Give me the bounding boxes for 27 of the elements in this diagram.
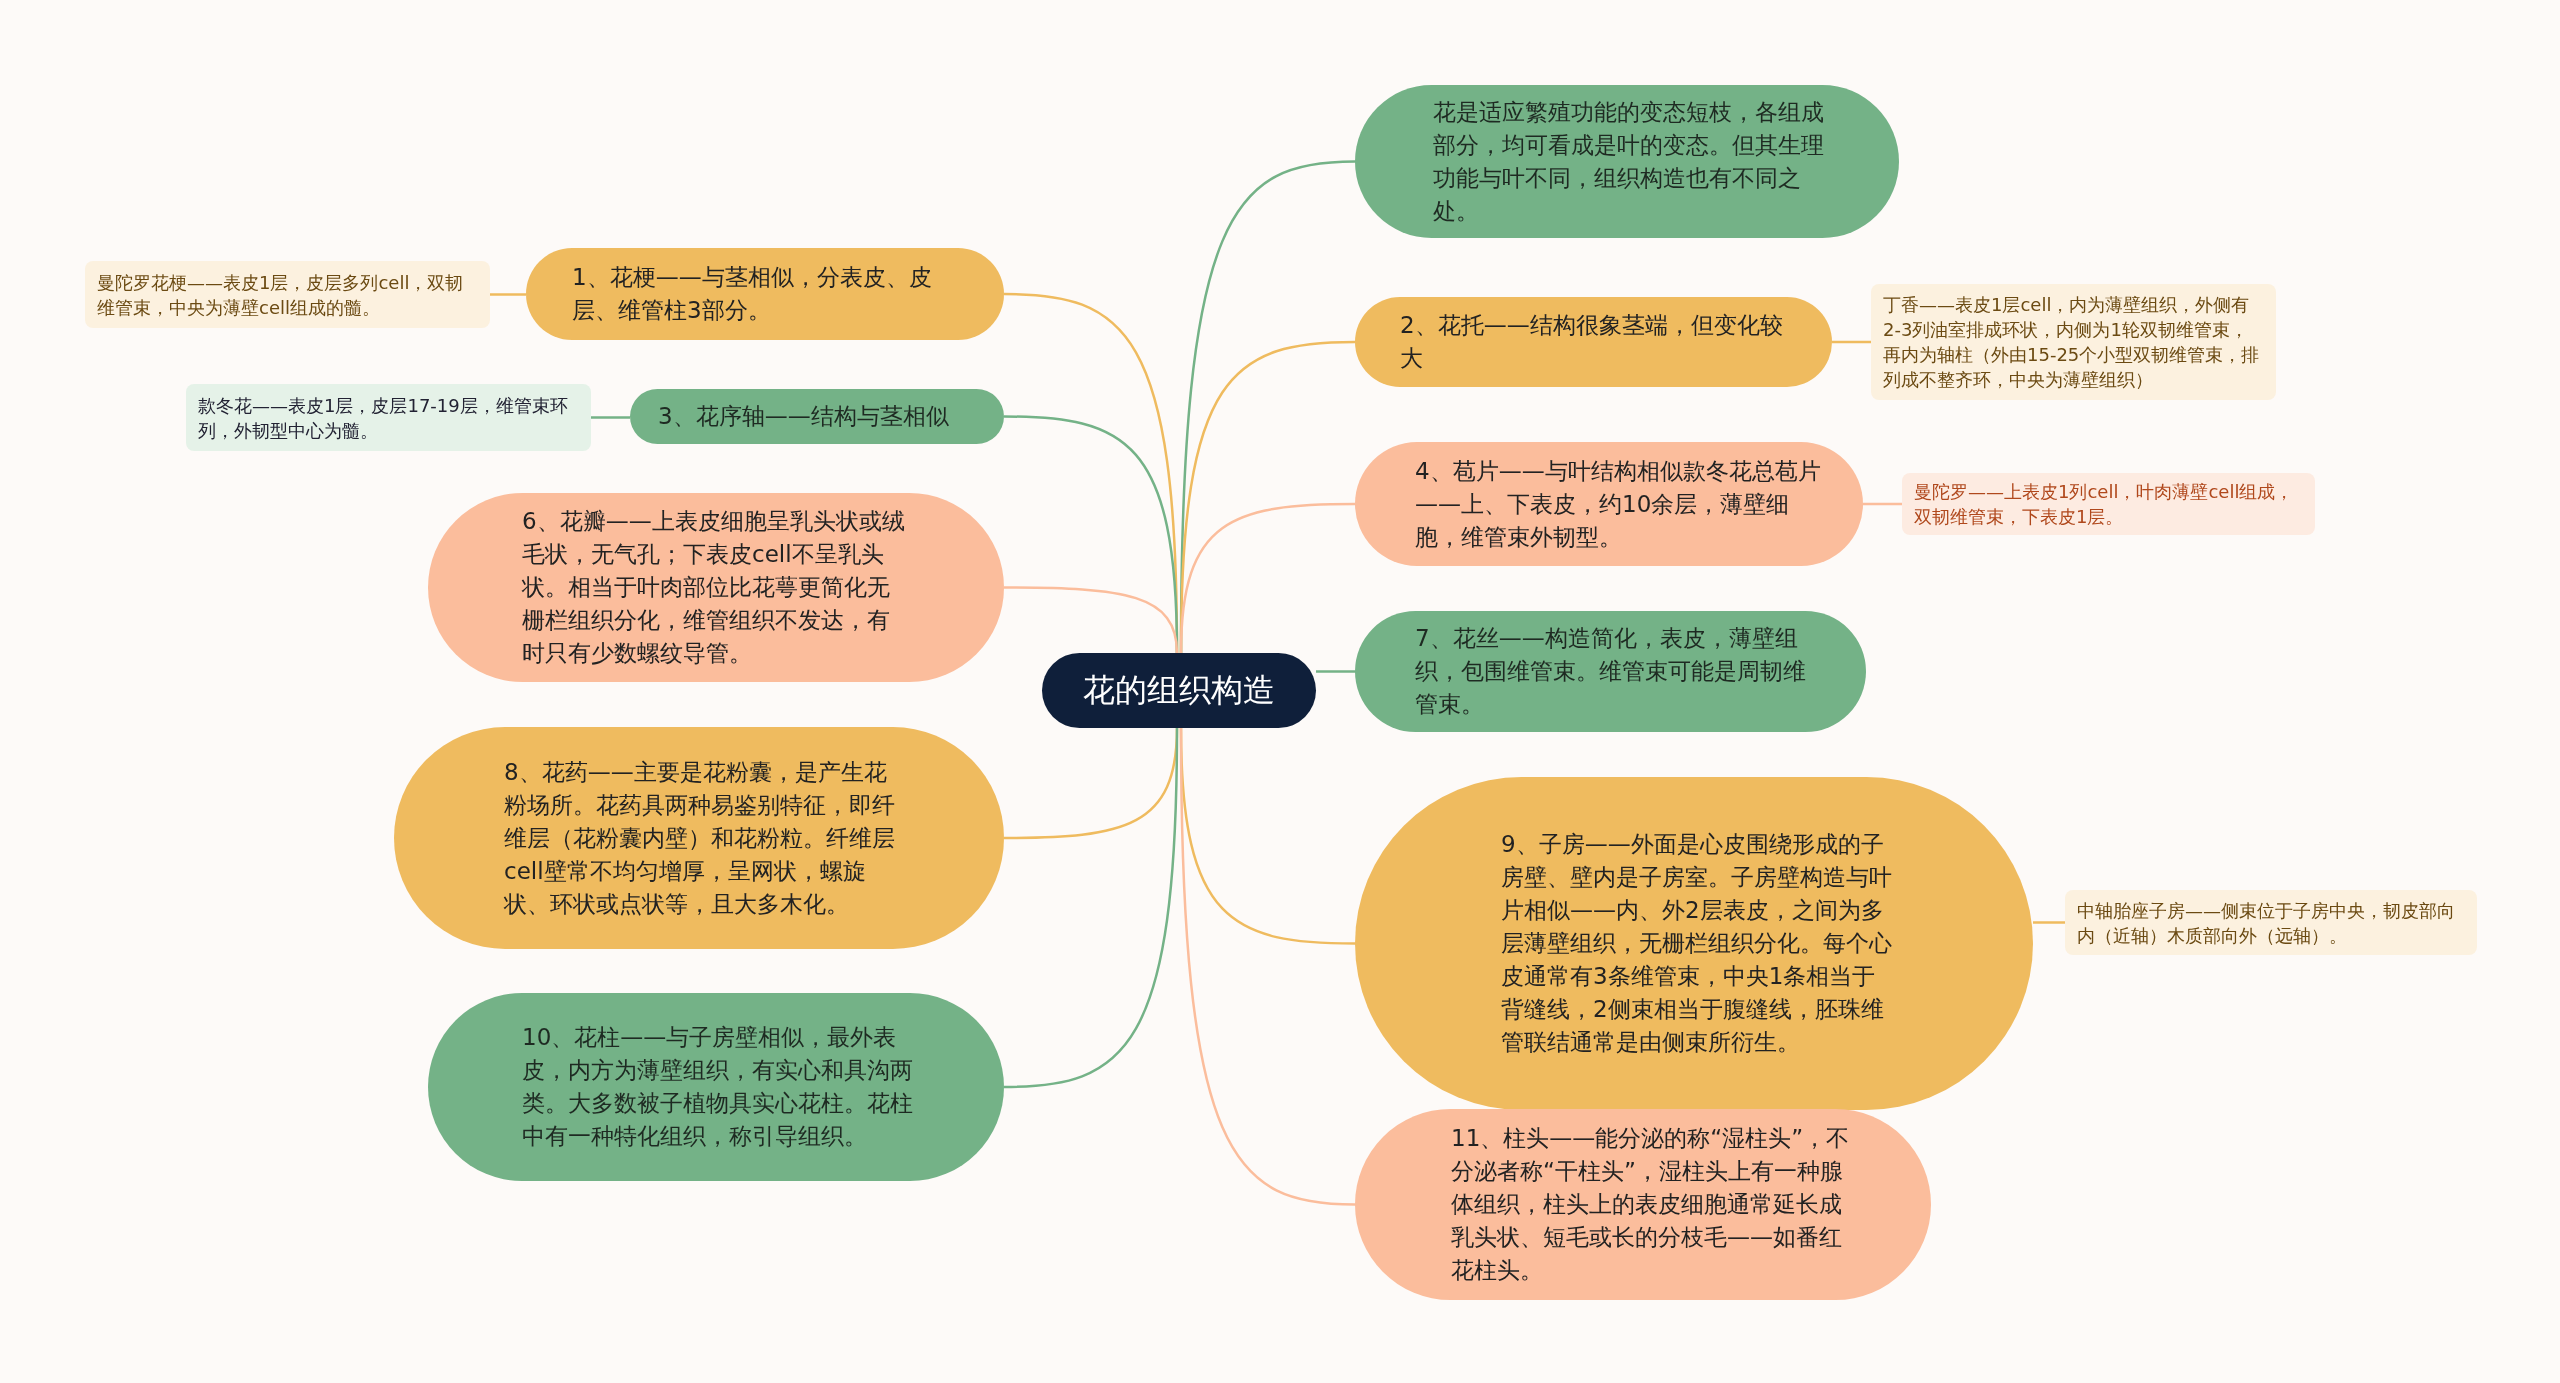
topic-bubble: 1、花梗——与茎相似，分表皮、皮层、维管柱3部分。: [526, 248, 1004, 340]
connector-line: [591, 416, 630, 419]
connector-line: [1003, 728, 1179, 1089]
topic-bubble: 4、苞片——与叶结构相似款冬花总苞片——上、下表皮，约10余层，薄壁细胞，维管束外韧型。: [1355, 442, 1863, 566]
topic-bubble: 2、花托——结构很象茎端，但变化较大: [1355, 297, 1832, 387]
topic-bubble: 10、花柱——与子房壁相似，最外表皮，内方为薄壁组织，有实心和具沟两类。大多数被子植物具实心花柱。花柱中有一种特化组织，称引导组织。: [428, 993, 1004, 1181]
topic-bubble: 3、花序轴——结构与茎相似: [630, 389, 1004, 444]
note-box: 中轴胎座子房——侧束位于子房中央，韧皮部向内（近轴）木质部向外（远轴）。: [2065, 890, 2477, 955]
connector-line: [2033, 921, 2065, 924]
connector-line: [1179, 728, 1356, 1206]
connector-line: [1179, 502, 1355, 654]
connector-line: [1004, 586, 1179, 654]
connector-line: [1863, 502, 1902, 506]
topic-bubble: 6、花瓣——上表皮细胞呈乳头状或绒毛状，无气孔；下表皮cell不呈乳头状。相当于叶肉部位比花萼更简化无栅栏组织分化，维管组织不发达，有时只有少数螺纹导管。: [428, 493, 1004, 682]
connector-line: [1316, 670, 1355, 673]
topic-bubble: 8、花药——主要是花粉囊，是产生花粉场所。花药具两种易鉴别特征，即纤维层（花粉囊内壁）和花粉粒。纤维层cell壁常不均匀增厚，呈网状，螺旋状、环状或点状等，且大多木化。: [394, 727, 1004, 949]
note-box: 丁香——表皮1层cell，内为薄壁组织，外侧有2-3列油室排成环状，内侧为1轮双韧维管束，再内为轴柱（外由15-25个小型双韧维管束，排列成不整齐环，中央为薄壁组织）: [1871, 284, 2276, 400]
connector-line: [490, 293, 526, 296]
topic-bubble: 9、子房——外面是心皮围绕形成的子房壁、壁内是子房室。子房壁构造与叶片相似——内、外2层表皮，之间为多层薄壁组织，无栅栏组织分化。每个心皮通常有3条维管束，中央1条相当于背缝线，2侧束相当于腹缝线，胚珠维管联结通常是由侧束所衍生。: [1355, 777, 2033, 1110]
topic-bubble: 11、柱头——能分泌的称“湿柱头”，不分泌者称“干柱头”，湿柱头上有一种腺体组织，柱头上的表皮细胞通常延长成乳头状、短毛或长的分枝毛——如番红花柱头。: [1355, 1109, 1931, 1300]
topic-bubble: 花是适应繁殖功能的变态短枝，各组成部分，均可看成是叶的变态。但其生理功能与叶不同，组织构造也有不同之处。: [1355, 85, 1899, 238]
note-box: 曼陀罗——上表皮1列cell，叶肉薄壁cell组成，双韧维管束，下表皮1层。: [1902, 473, 2315, 535]
central-topic: 花的组织构造: [1042, 653, 1316, 728]
note-box: 款冬花——表皮1层，皮层17-19层，维管束环列，外韧型中心为髓。: [186, 384, 591, 451]
connector-line: [1832, 340, 1871, 344]
topic-bubble: 7、花丝——构造简化，表皮，薄壁组织，包围维管束。维管束可能是周韧维管束。: [1355, 611, 1866, 732]
note-box: 曼陀罗花梗——表皮1层，皮层多列cell，双韧维管束，中央为薄壁cell组成的髓。: [85, 261, 490, 328]
